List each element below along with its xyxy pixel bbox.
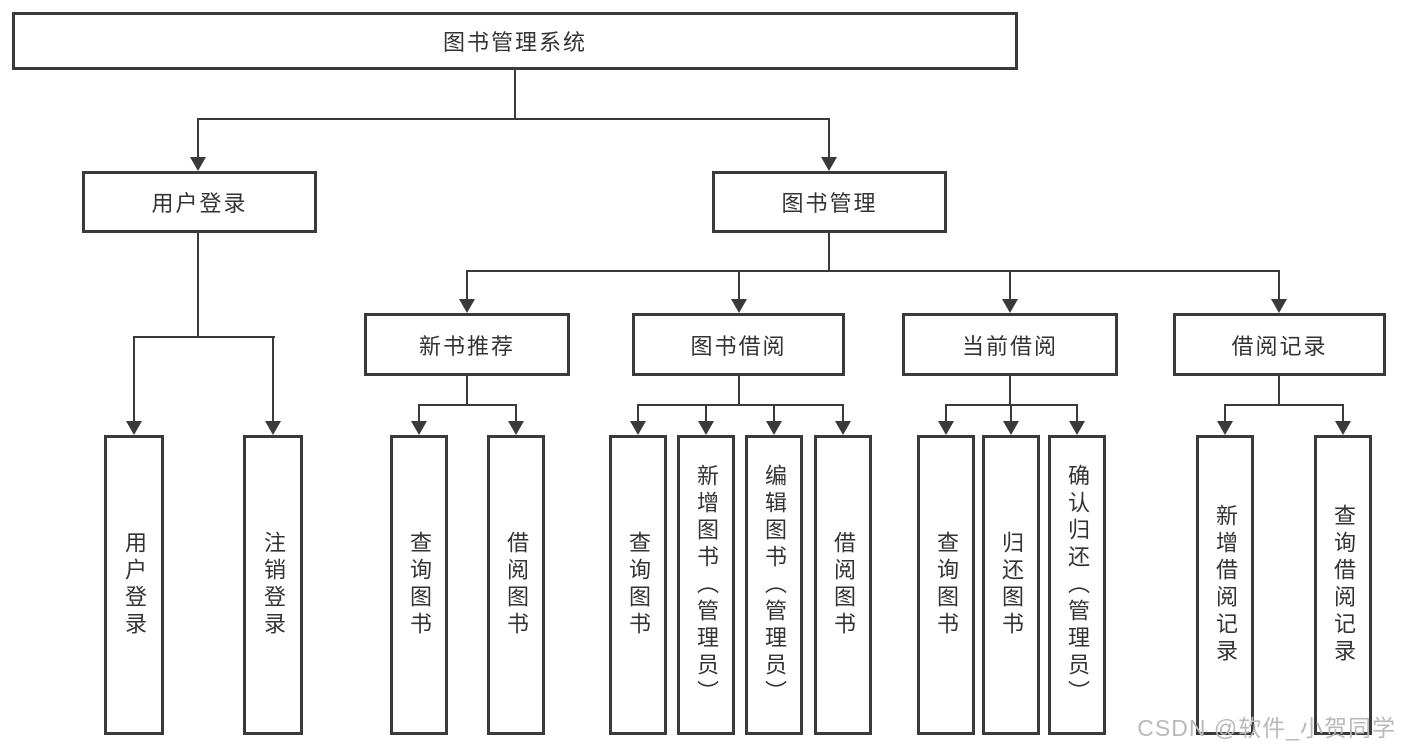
node-library-management-system: 图书管理系统 [12, 12, 1018, 70]
node-label: 查询图书 [934, 531, 959, 639]
connector-line [828, 233, 830, 272]
node-label: 借阅记录 [1231, 333, 1328, 359]
node-leaf-query-borrow-record: 查询借阅记录 [1314, 435, 1372, 735]
arrowhead-down-icon [630, 421, 646, 435]
arrowhead-down-icon [835, 421, 851, 435]
node-leaf-add-book-admin: 新增图书（管理员） [677, 435, 735, 735]
connector-line [945, 404, 947, 421]
node-label: 新增借阅记录 [1213, 504, 1238, 666]
connector-line [1009, 376, 1011, 405]
node-label: 用户登录 [151, 191, 248, 216]
node-label: 查询图书 [407, 531, 432, 639]
connector-line [418, 404, 517, 406]
connector-line [738, 376, 740, 405]
node-leaf-borrow-books-1: 借阅图书 [487, 435, 545, 735]
arrowhead-down-icon [1217, 421, 1233, 435]
node-label: 查询借阅记录 [1331, 504, 1356, 666]
connector-line [1009, 270, 1011, 299]
node-label: 编辑图书（管理员） [762, 463, 787, 707]
arrowhead-down-icon [1271, 299, 1287, 313]
node-label: 图书借阅 [690, 333, 787, 359]
arrowhead-down-icon [508, 421, 524, 435]
connector-line [197, 118, 830, 120]
connector-line [705, 404, 707, 421]
node-borrow-records: 借阅记录 [1173, 313, 1386, 376]
connector-line [1010, 404, 1012, 421]
arrowhead-down-icon [698, 421, 714, 435]
connector-line [466, 270, 1280, 272]
node-label: 注销登录 [261, 531, 286, 639]
connector-line [514, 70, 516, 119]
arrowhead-down-icon [1003, 421, 1019, 435]
node-book-management: 图书管理 [712, 171, 947, 233]
connector-line [1224, 404, 1344, 406]
node-label: 图书管理 [781, 191, 878, 216]
node-new-book-recommend: 新书推荐 [364, 313, 570, 376]
node-leaf-user-login: 用户登录 [104, 435, 164, 735]
connector-line [133, 336, 275, 338]
node-label: 借阅图书 [831, 531, 856, 639]
node-label: 确认归还（管理员） [1065, 463, 1090, 707]
connector-line [466, 376, 468, 405]
node-label: 用户登录 [122, 531, 147, 639]
connector-line [773, 404, 775, 421]
node-label: 图书管理系统 [442, 30, 587, 55]
arrowhead-down-icon [1002, 299, 1018, 313]
node-label: 借阅图书 [504, 531, 529, 639]
node-label: 新增图书（管理员） [694, 463, 719, 707]
node-label: 新书推荐 [418, 333, 515, 359]
connector-line [418, 404, 420, 421]
connector-line [1278, 270, 1280, 299]
arrowhead-down-icon [190, 157, 206, 171]
arrowhead-down-icon [938, 421, 954, 435]
connector-line [637, 404, 639, 421]
connector-line [1342, 404, 1344, 421]
node-leaf-borrow-books-2: 借阅图书 [814, 435, 872, 735]
connector-line [133, 336, 135, 421]
arrowhead-down-icon [126, 421, 142, 435]
node-current-borrow: 当前借阅 [902, 313, 1118, 376]
arrowhead-down-icon [821, 157, 837, 171]
node-leaf-edit-book-admin: 编辑图书（管理员） [745, 435, 803, 735]
connector-line [515, 404, 517, 421]
node-leaf-query-books-2: 查询图书 [609, 435, 667, 735]
arrowhead-down-icon [459, 299, 475, 313]
connector-line [466, 270, 468, 299]
connector-line [738, 270, 740, 299]
watermark: CSDN @软件_小贺同学 [1137, 715, 1396, 741]
arrowhead-down-icon [411, 421, 427, 435]
node-user-login: 用户登录 [82, 171, 317, 233]
connector-line [1278, 376, 1280, 405]
arrowhead-down-icon [731, 299, 747, 313]
connector-line [1224, 404, 1226, 421]
node-leaf-confirm-return-admin: 确认归还（管理员） [1048, 435, 1106, 735]
connector-line [842, 404, 844, 421]
connector-line [637, 404, 844, 406]
connector-line [1076, 404, 1078, 421]
connector-line [828, 118, 830, 157]
arrowhead-down-icon [1335, 421, 1351, 435]
arrowhead-down-icon [1069, 421, 1085, 435]
connector-line [197, 118, 199, 157]
arrowhead-down-icon [766, 421, 782, 435]
arrowhead-down-icon [265, 421, 281, 435]
node-leaf-query-books-1: 查询图书 [390, 435, 448, 735]
node-leaf-query-books-3: 查询图书 [917, 435, 975, 735]
node-leaf-logout: 注销登录 [243, 435, 303, 735]
node-label: 归还图书 [999, 531, 1024, 639]
node-leaf-return-book: 归还图书 [982, 435, 1040, 735]
node-label: 当前借阅 [961, 333, 1058, 359]
node-book-borrow: 图书借阅 [632, 313, 845, 376]
node-label: 查询图书 [626, 531, 651, 639]
connector-line [197, 233, 199, 338]
node-leaf-add-borrow-record: 新增借阅记录 [1196, 435, 1254, 735]
connector-line [272, 336, 274, 421]
